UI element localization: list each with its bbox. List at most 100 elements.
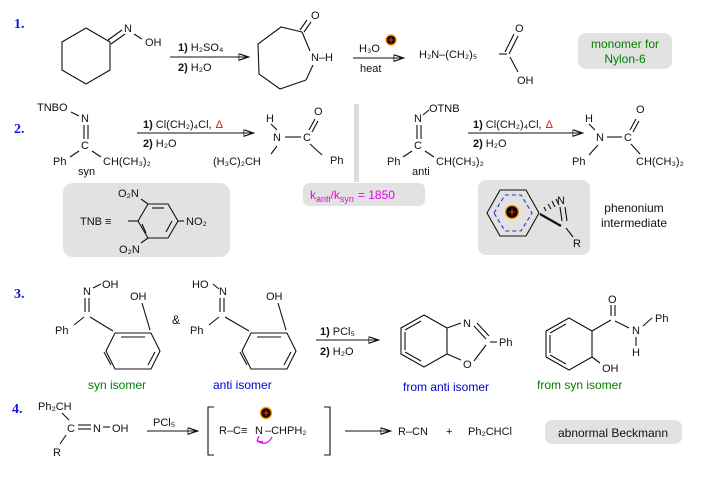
arrow-reagent-1: 1)PCl₅	[320, 326, 355, 338]
diphenylmethyl-label: Ph₂CH	[38, 401, 72, 413]
step-4: 4. Ph₂CH C N OH R PCl₅ R–C≡ N –CHPH₂	[12, 401, 682, 459]
bonds	[73, 283, 151, 332]
note-background	[578, 33, 672, 69]
atom-n: N	[81, 113, 89, 125]
isopropyl-label: CH(CH₃)₂	[436, 156, 484, 168]
abnormal-beckmann-note-box: abnormal Beckmann	[545, 420, 682, 444]
chain-formula: H₂N–(CH₂)₅	[419, 49, 477, 61]
arrow-reagent: PCl₅	[153, 417, 175, 429]
step-4-number: 4.	[12, 402, 23, 417]
atom-n: N	[414, 113, 422, 125]
rate-ratio-label: kanti/ksyn= 1850	[310, 188, 395, 204]
atom-o: O	[636, 104, 645, 116]
atom-c: C	[67, 423, 75, 435]
reaction-arrow-2: H₃O heat	[353, 34, 403, 75]
amide-product-left: H N C O (H₃C)₂CH Ph	[213, 106, 343, 168]
nitro-right-label: NO₂	[186, 216, 207, 228]
bonds	[59, 412, 110, 445]
arrow-reagent-2: 2)H₂O	[178, 62, 212, 74]
bonds	[208, 283, 287, 332]
atom-oh: OH	[517, 75, 534, 87]
note-background	[545, 420, 682, 444]
r-group-label: R	[573, 238, 581, 250]
oxazole-bonds	[446, 322, 497, 362]
bonds	[591, 305, 653, 364]
anti-isomer-structure: HO N OH Ph anti isomer	[190, 279, 297, 392]
bonds	[402, 109, 435, 158]
arrow-reagent-1: 1)Cl(CH₂)₄Cl,Δ	[143, 119, 224, 131]
atom-h: H	[632, 347, 640, 359]
phenol-oh: OH	[130, 291, 147, 303]
nylon-note-box: monomer for Nylon-6	[578, 33, 672, 69]
syn-isomer-tag: syn isomer	[88, 378, 146, 392]
circled-plus-icon	[385, 34, 397, 46]
oxime-oh: OH	[102, 279, 119, 291]
arrow-reagent-1: 1)Cl(CH₂)₄Cl,Δ	[473, 119, 554, 131]
bonds	[128, 198, 184, 244]
step-2: 2. TNBO N C Ph CH(CH₃)₂ syn 1)Cl(CH₂)₄Cl…	[14, 102, 684, 257]
phenyl-label: Ph	[655, 313, 668, 325]
syn-isomer-structure: N OH OH Ph syn isomer	[55, 279, 161, 392]
bonds	[499, 33, 519, 73]
isopropyl-label: CH(CH₃)₂	[636, 156, 684, 168]
anti-tag: anti	[412, 166, 430, 178]
step-1-number: 1.	[14, 17, 25, 32]
plus-sign: +	[446, 426, 452, 438]
vertical-divider	[354, 104, 359, 182]
bonds	[270, 118, 323, 156]
arrow-reagent: H₃O	[359, 43, 380, 55]
arrow-reagent-1: 1)H₂SO₄	[178, 42, 224, 54]
bonds	[107, 29, 143, 45]
from-anti-tag: from anti isomer	[403, 380, 489, 394]
salicylanilide-structure: O N H Ph OH from syn isomer	[537, 294, 668, 392]
bonds	[69, 111, 102, 158]
delocalization-dashes	[493, 194, 533, 232]
arrow-reagent-2: 2)H₂O	[320, 346, 354, 358]
curved-arrow-icon	[256, 435, 273, 444]
step-2-number: 2.	[14, 122, 25, 137]
from-syn-tag: from syn isomer	[537, 378, 622, 392]
atom-n: N	[219, 286, 227, 298]
circled-plus-icon	[504, 204, 520, 220]
cyclohexane-ring	[61, 27, 111, 85]
trinitrobenzene-structure: O₂N NO₂ O₂N	[118, 188, 207, 256]
tnb-definition-box: TNB ≡ O₂N NO₂ O₂N	[63, 183, 230, 257]
cyclohexanone-oxime-structure: N OH	[61, 23, 162, 85]
aromatic-inner-bonds	[239, 336, 292, 366]
phenol-oh: OH	[602, 363, 619, 375]
atom-o: O	[515, 23, 524, 35]
aminocaproic-acid-structure: H₂N–(CH₂)₅ O OH	[419, 23, 534, 87]
bold-bond	[539, 213, 562, 227]
atom-n: N	[273, 132, 281, 144]
bonds	[257, 19, 314, 90]
atom-n: N	[124, 23, 132, 35]
step-3-number: 3.	[14, 287, 25, 302]
syn-tag: syn	[78, 166, 95, 178]
atom-oh: OH	[112, 423, 129, 435]
reaction-arrow-left: 1)Cl(CH₂)₄Cl,Δ 2)H₂O	[137, 119, 253, 150]
phenyl-label: Ph	[190, 325, 203, 337]
ketoxime-structure: Ph₂CH C N OH R	[38, 401, 129, 459]
anti-oxime-structure: N OTNB C Ph CH(CH₃)₂ anti	[387, 103, 484, 178]
phenyl-label: Ph	[55, 325, 68, 337]
rate-ratio-box: kanti/ksyn= 1850	[303, 183, 425, 206]
nitrilium-intermediate: R–C≡ N –CHPH₂	[207, 406, 331, 456]
atom-c: C	[624, 132, 632, 144]
nitro-bottom-label: O₂N	[119, 244, 140, 256]
aromatic-inner-bonds	[404, 320, 422, 362]
oxime-ho: HO	[192, 279, 209, 291]
benzene-ring	[105, 332, 161, 370]
phenonium-ring	[486, 189, 540, 237]
benzene-ring	[400, 314, 448, 368]
atom-h: H	[266, 113, 274, 125]
atom-c: C	[303, 132, 311, 144]
phenonium-intermediate-box: N R phenonium intermediate	[478, 180, 667, 255]
atom-n: N	[557, 195, 565, 207]
nitrile-product: R–CN	[398, 426, 428, 438]
phenyl-label: Ph	[53, 156, 66, 168]
atom-o: O	[608, 294, 617, 306]
phenyl-label: Ph	[387, 156, 400, 168]
atom-nh: N–H	[311, 52, 333, 64]
